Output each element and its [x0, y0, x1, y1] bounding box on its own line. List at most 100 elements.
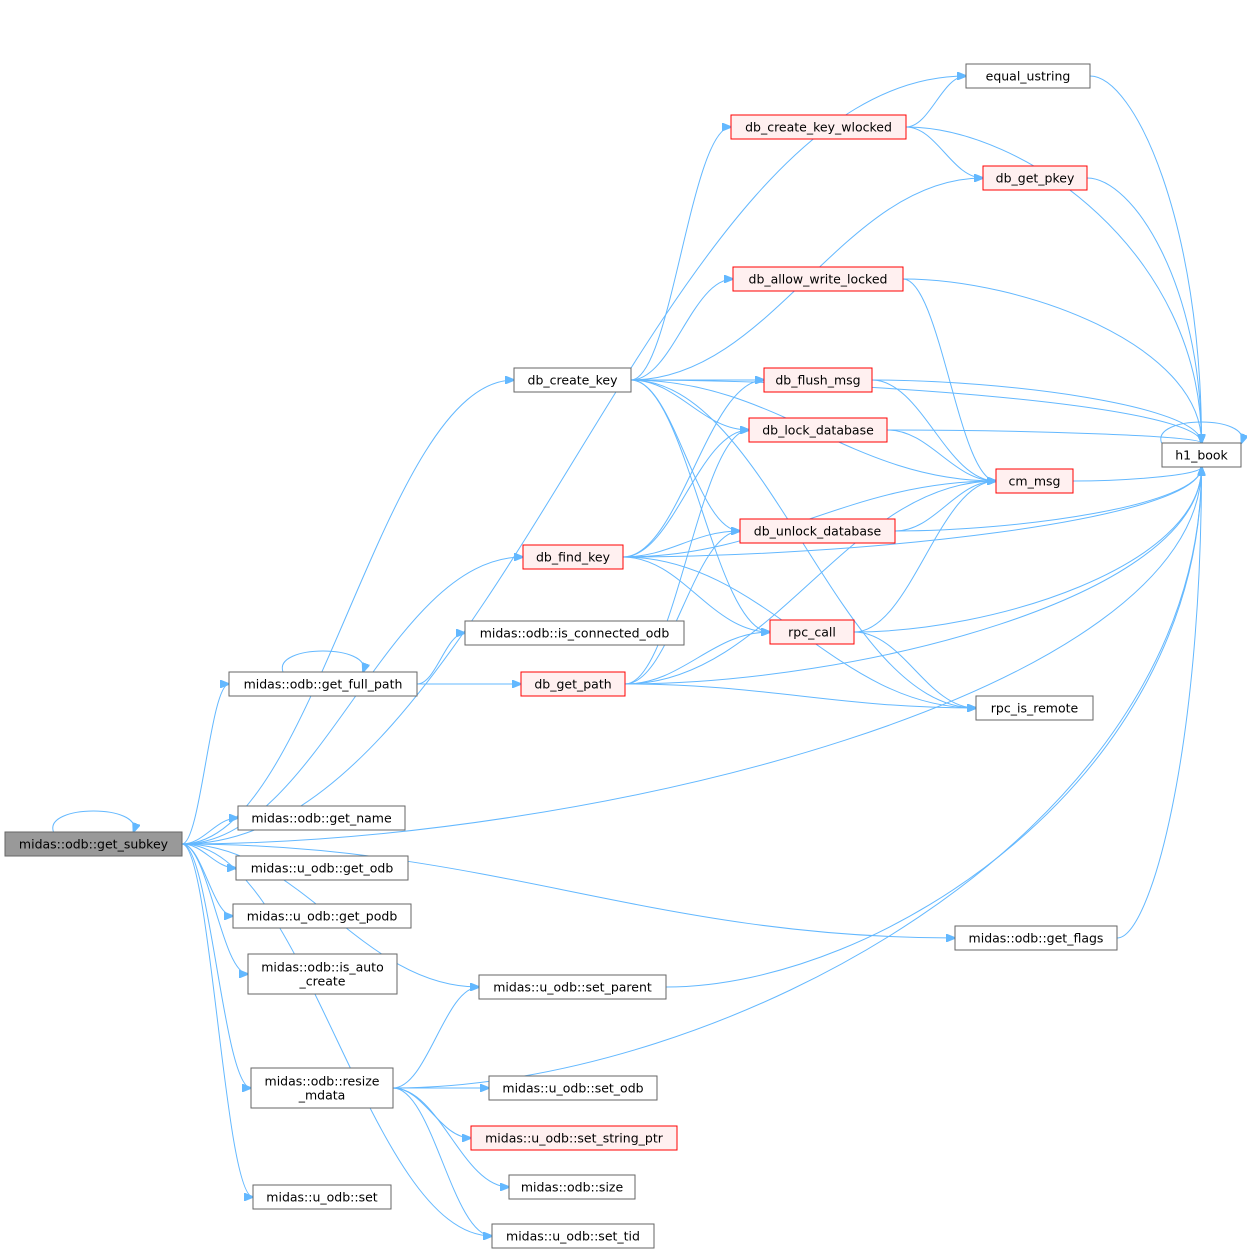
node-label: midas::u_odb::set	[266, 1190, 377, 1205]
edge-db_create_key-to-h1_book	[630, 379, 1202, 443]
node-label: midas::odb::get_full_path	[244, 677, 403, 692]
node-get_odb[interactable]: midas::u_odb::get_odb	[235, 855, 409, 881]
node-label: rpc_is_remote	[991, 701, 1079, 716]
node-db_get_path[interactable]: db_get_path	[520, 671, 626, 697]
node-db_lock_database[interactable]: db_lock_database	[748, 417, 888, 443]
node-box	[763, 367, 873, 393]
node-db_flush_msg[interactable]: db_flush_msg	[763, 367, 873, 393]
node-db_allow_write_locked[interactable]: db_allow_write_locked	[732, 266, 904, 292]
edge-db_get_pkey-to-h1_book	[1086, 177, 1202, 443]
edge-resize_mdata-to-h1_book	[392, 467, 1202, 1089]
node-label: db_get_pkey	[996, 171, 1075, 186]
node-db_get_pkey[interactable]: db_get_pkey	[982, 165, 1088, 191]
edge-resize_mdata-to-set_tid	[392, 1087, 492, 1236]
node-db_create_key_wlocked[interactable]: db_create_key_wlocked	[730, 114, 907, 140]
node-get_podb[interactable]: midas::u_odb::get_podb	[232, 903, 412, 929]
edge-resize_mdata-to-set_string_ptr	[392, 1087, 471, 1138]
edge-get_subkey-to-get_name	[181, 818, 238, 845]
node-get_name[interactable]: midas::odb::get_name	[237, 805, 406, 831]
edge-db_find_key-to-h1_book	[622, 467, 1202, 558]
edge-db_unlock_database-to-h1_book	[894, 467, 1202, 532]
node-label: midas::u_odb::get_podb	[247, 909, 398, 924]
edge-get_subkey-to-set	[181, 843, 253, 1197]
node-box	[235, 855, 409, 881]
edge-db_allow_write_locked-to-cm_msg	[902, 278, 996, 481]
node-set_parent[interactable]: midas::u_odb::set_parent	[478, 974, 667, 1000]
node-label: midas::u_odb::set_string_ptr	[485, 1131, 664, 1146]
node-box	[232, 903, 412, 929]
edge-get_subkey-to-set_tid	[181, 843, 492, 1236]
node-db_find_key[interactable]: db_find_key	[522, 544, 624, 570]
node-label: midas::odb::resize	[265, 1074, 380, 1089]
node-label: midas::odb::get_subkey	[19, 837, 169, 852]
edge-db_get_path-to-db_unlock_database	[624, 531, 740, 685]
node-box	[478, 974, 667, 1000]
node-label: midas::odb::is_auto	[261, 960, 384, 975]
node-box	[4, 831, 183, 857]
edge-get_subkey-to-h1_book	[181, 467, 1202, 845]
node-label: db_allow_write_locked	[749, 272, 888, 287]
node-set_tid[interactable]: midas::u_odb::set_tid	[491, 1223, 655, 1249]
node-box	[995, 468, 1074, 494]
node-size[interactable]: midas::odb::size	[508, 1174, 636, 1200]
node-box	[522, 544, 624, 570]
node-box	[520, 671, 626, 697]
edge-get_subkey-to-resize_mdata	[181, 843, 251, 1088]
edge-db_create_key-to-rpc_is_remote	[630, 379, 976, 708]
node-box	[748, 417, 888, 443]
edge-db_create_key_wlocked-to-h1_book	[905, 126, 1202, 443]
node-box	[228, 671, 418, 697]
edge-db_allow_write_locked-to-h1_book	[902, 278, 1202, 443]
node-label: midas::u_odb::set_parent	[493, 980, 652, 995]
edge-rpc_call-to-rpc_is_remote	[853, 631, 976, 708]
node-label: db_lock_database	[762, 423, 874, 438]
node-get_subkey[interactable]: midas::odb::get_subkey	[4, 831, 183, 857]
edge-get_full_path-to-is_connected_odb	[416, 633, 465, 685]
node-box	[1161, 442, 1242, 468]
node-rpc_is_remote[interactable]: rpc_is_remote	[975, 695, 1094, 721]
node-box	[488, 1075, 658, 1101]
node-box	[732, 266, 904, 292]
node-label: cm_msg	[1009, 474, 1061, 489]
edge-get_subkey-to-db_create_key	[181, 380, 514, 845]
node-is_auto_create[interactable]: midas::odb::is_auto_create	[247, 953, 398, 995]
node-label: midas::odb::size	[521, 1180, 624, 1195]
edge-resize_mdata-to-size	[392, 1087, 509, 1187]
node-equal_ustring[interactable]: equal_ustring	[965, 63, 1091, 89]
edge-db_create_key-to-db_allow_write_locked	[630, 279, 733, 381]
edge-get_subkey-to-get_full_path	[181, 684, 229, 845]
node-set[interactable]: midas::u_odb::set	[252, 1184, 392, 1210]
edge-db_find_key-to-db_flush_msg	[622, 380, 764, 558]
node-db_unlock_database[interactable]: db_unlock_database	[739, 518, 896, 544]
edge-db_flush_msg-to-h1_book	[871, 379, 1202, 443]
node-get_full_path[interactable]: midas::odb::get_full_path	[228, 671, 418, 697]
node-box	[491, 1223, 655, 1249]
edge-db_create_key-to-rpc_call	[630, 379, 770, 632]
node-label: midas::u_odb::set_odb	[502, 1081, 643, 1096]
edge-db_get_path-to-h1_book	[624, 467, 1202, 685]
edge-get_subkey-to-get_flags	[181, 843, 955, 938]
node-is_connected_odb[interactable]: midas::odb::is_connected_odb	[464, 620, 685, 646]
node-label: db_flush_msg	[775, 373, 860, 388]
edge-db_lock_database-to-cm_msg	[886, 429, 996, 481]
node-label: db_find_key	[536, 550, 611, 565]
edge-db_find_key-to-rpc_call	[622, 556, 770, 632]
node-resize_mdata[interactable]: midas::odb::resize_mdata	[250, 1067, 394, 1109]
node-cm_msg[interactable]: cm_msg	[995, 468, 1074, 494]
edge-get_full_path-to-get_full_path	[282, 650, 363, 672]
node-get_flags[interactable]: midas::odb::get_flags	[954, 925, 1118, 951]
edge-db_get_path-to-cm_msg	[624, 481, 996, 685]
node-box	[237, 805, 406, 831]
node-label: midas::odb::get_name	[251, 811, 392, 826]
node-h1_book[interactable]: h1_book	[1161, 442, 1242, 468]
edge-get_subkey-to-equal_ustring	[181, 76, 966, 845]
node-rpc_call[interactable]: rpc_call	[769, 619, 855, 645]
node-label: db_create_key	[528, 373, 619, 388]
node-label: midas::u_odb::set_tid	[506, 1229, 640, 1244]
node-box	[965, 63, 1091, 89]
node-label: midas::u_odb::get_odb	[251, 861, 394, 876]
node-db_create_key[interactable]: db_create_key	[513, 367, 632, 393]
node-set_odb[interactable]: midas::u_odb::set_odb	[488, 1075, 658, 1101]
node-set_string_ptr[interactable]: midas::u_odb::set_string_ptr	[470, 1125, 678, 1151]
